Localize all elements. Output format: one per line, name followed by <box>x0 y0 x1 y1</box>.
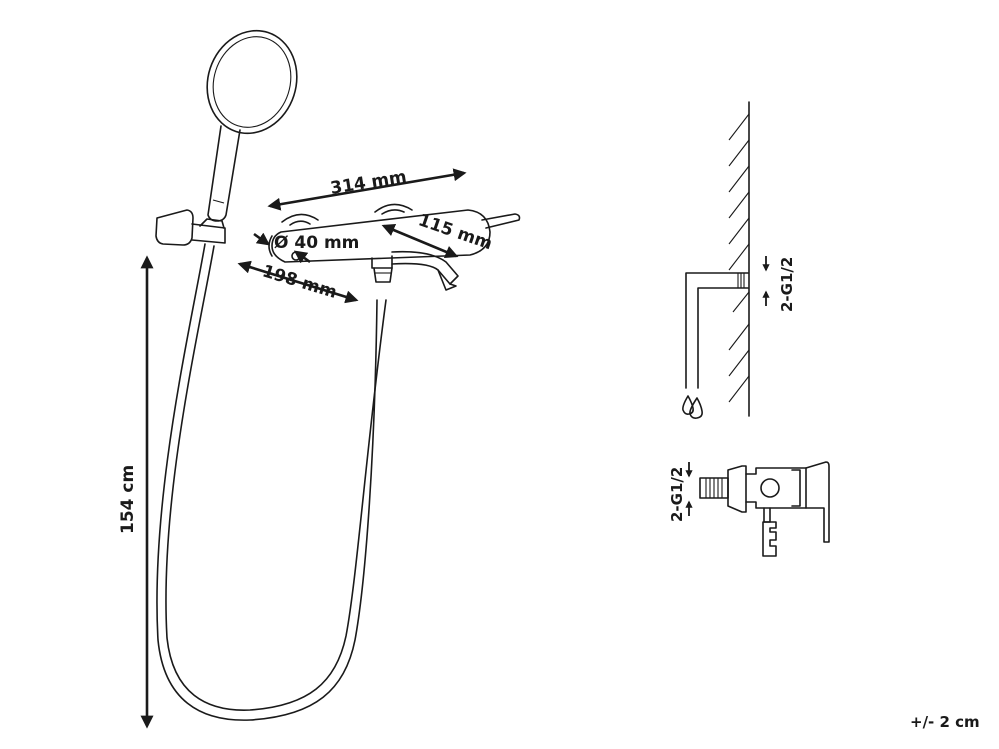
wall-section <box>685 101 770 417</box>
hand-shower <box>206 29 298 222</box>
dim-width-label: 314 mm <box>329 167 408 199</box>
tolerance-note: +/- 2 cm <box>910 713 980 731</box>
dim-diameter-label: Ø 40 mm <box>274 233 359 253</box>
water-drops-icon <box>682 395 703 419</box>
dimension-arrows <box>140 168 467 729</box>
connector-fitting <box>685 461 830 557</box>
thread-label-bottom: 2-G1/2 <box>668 467 686 522</box>
dim-height-label: 154 cm <box>118 465 138 534</box>
shower-holder <box>155 209 226 246</box>
dim-depth-label: 198 mm <box>260 261 339 303</box>
thread-label-top: 2-G1/2 <box>778 257 796 312</box>
shower-hose <box>156 243 387 721</box>
